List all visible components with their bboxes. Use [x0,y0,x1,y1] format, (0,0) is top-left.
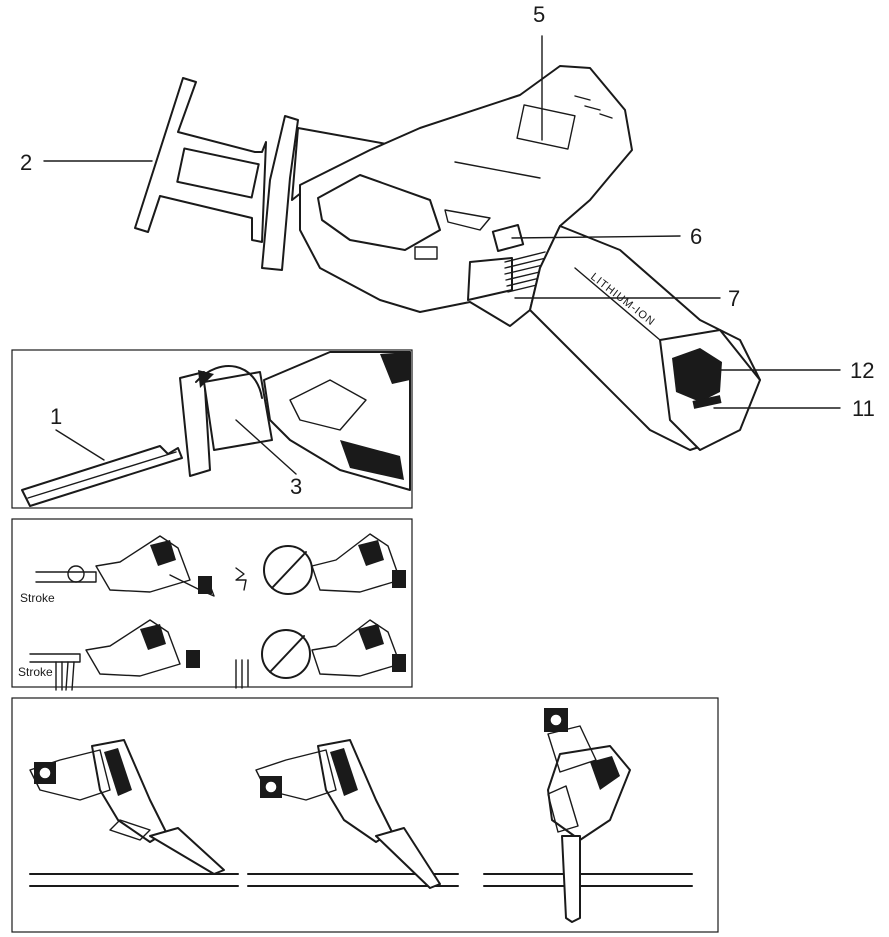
side-slot [444,209,491,231]
battery-3-cap [549,713,563,727]
front-plate [261,115,299,271]
panel-body-dark [380,352,410,384]
stroke-panel: Stroke Stroke [11,518,413,691]
blade-3 [561,835,581,923]
material-fibers-2 [235,659,249,689]
prohibition-slash-2 [269,635,305,673]
material-fibers [55,661,75,691]
blade-clamp [203,371,273,451]
leader-3 [235,419,297,475]
saw-1-dark [104,748,132,796]
saw-blade [21,445,183,507]
callout-11: 11 [852,396,875,421]
trigger-ribs [504,251,550,293]
callout-6: 6 [690,224,702,249]
panel-shoe [179,371,211,477]
top-vents [574,95,613,119]
prohibition-slash [271,551,307,589]
side-button [414,246,438,260]
callout-3: 3 [290,474,302,499]
blade-installation-panel [11,349,413,509]
leader-6 [511,235,681,239]
blade-guide-2 [29,653,81,663]
battery-indicator [692,395,722,409]
blade-edge [27,451,177,499]
mini-battery-2 [392,570,406,588]
hand-3 [547,725,597,773]
callout-5: 5 [533,2,545,27]
motor-vent [516,104,576,150]
prohibition-circle-2 [261,629,311,679]
mini-saw-dark-3 [140,624,166,650]
lock-off-button [491,223,525,253]
spark-lines [235,567,247,591]
stroke-label-bottom: Stroke [18,665,53,679]
blade-guide [35,571,97,583]
callout-12: 12 [850,358,874,383]
leader-1 [55,429,105,461]
battery-1-cap [38,766,52,780]
body-groove [454,161,541,179]
stroke-wrong-bottom [235,619,406,689]
mini-saw-dark-4 [358,624,384,650]
prohibition-circle [263,545,313,595]
blade-2 [375,827,441,889]
battery-2-cap [264,780,278,794]
rotation-arrow-head [198,370,214,388]
saw-2-dark [330,748,358,796]
stroke-label-top: Stroke [20,591,55,605]
panel-body-dark-2 [340,440,404,480]
reciprocating-saw-main: LITHIUM-ION [43,35,841,451]
hand-1 [29,749,111,801]
plunge-step-3 [483,708,693,923]
callout-7: 7 [728,286,740,311]
stroke-correct-top [35,535,215,597]
blade-1 [149,827,225,875]
shoe-slot [176,147,260,199]
hand-3b [547,785,579,833]
saw-3-dark [590,756,620,790]
callout-2: 2 [20,150,32,175]
contact-circle [67,565,85,583]
battery-vent-grille [672,348,722,402]
mini-battery-4 [392,654,406,672]
mini-battery-3 [186,650,200,668]
mini-battery [198,576,212,594]
mini-saw-dark [150,540,176,566]
trigger-area [467,257,513,301]
stroke-wrong-top [235,533,406,595]
hand-1b [109,819,151,841]
mini-saw-dark-2 [358,540,384,566]
plunge-step-1 [29,739,239,887]
stroke-correct-bottom [29,619,200,691]
panel-body-window [289,379,367,431]
callout-1: 1 [50,404,62,429]
side-window [317,174,441,251]
plunge-cut-panel [11,697,719,933]
plunge-step-2 [247,739,459,889]
